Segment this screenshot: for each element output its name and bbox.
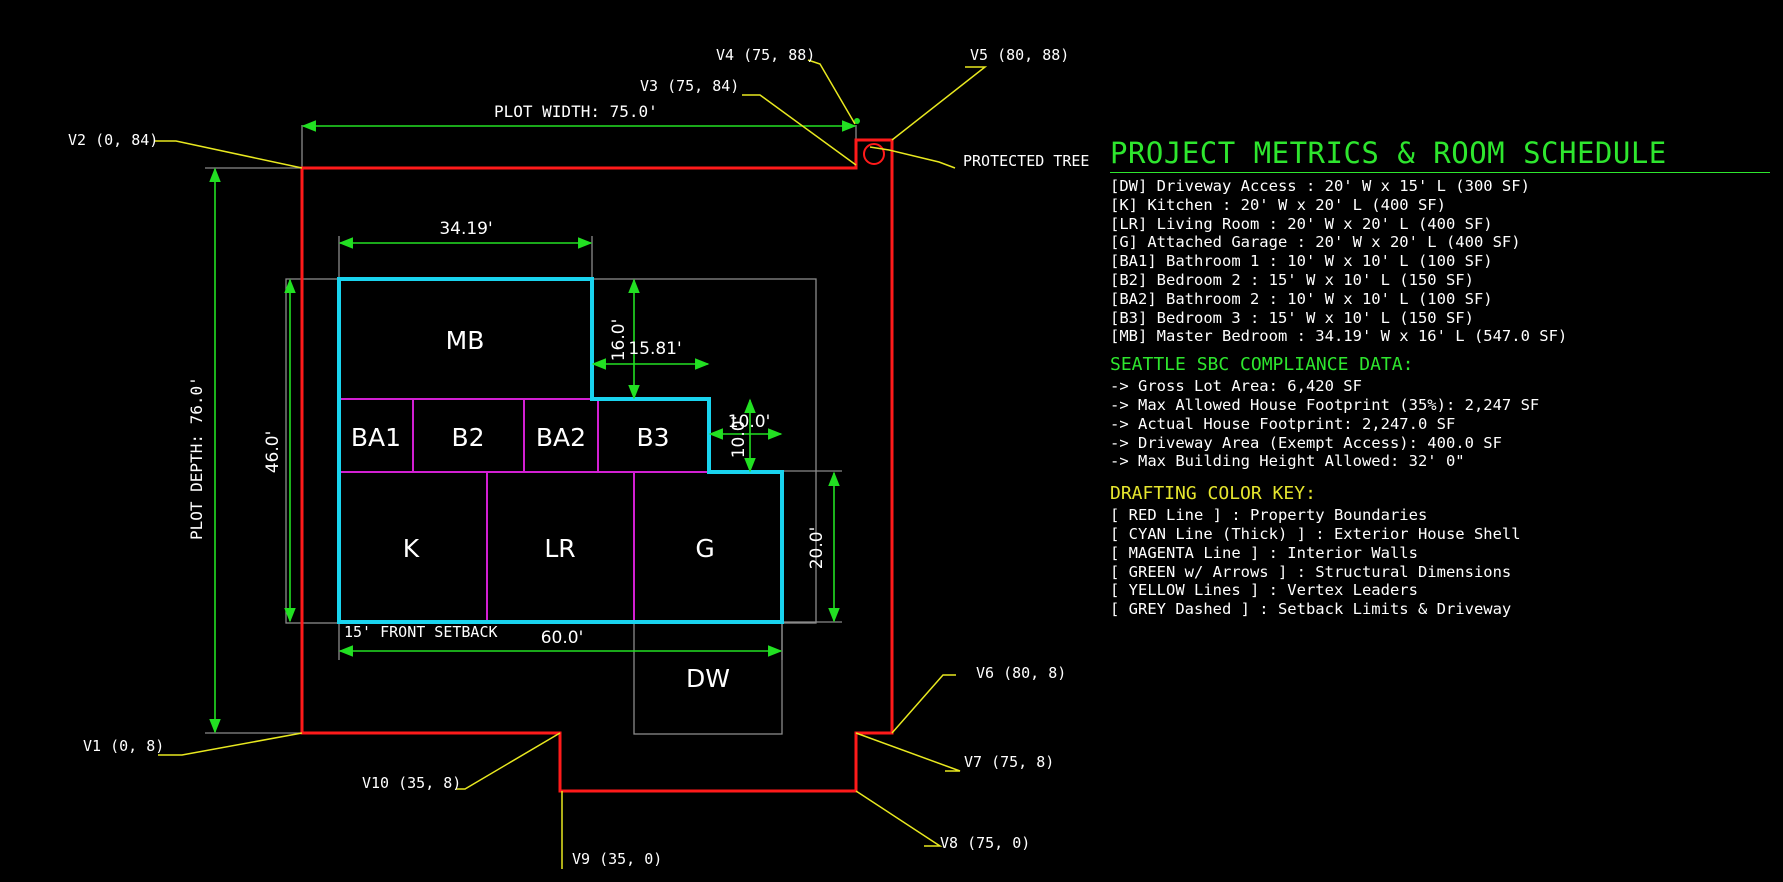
vertex-v8: V8 (75, 0) <box>940 834 1030 852</box>
metrics-panel: PROJECT METRICS & ROOM SCHEDULE [DW] Dri… <box>1110 136 1770 619</box>
room-schedule: [DW] Driveway Access : 20' W x 15' L (30… <box>1110 177 1770 346</box>
room-ba2: BA2 <box>536 423 586 452</box>
room-mb: MB <box>446 326 485 355</box>
color-key-line: [ CYAN Line (Thick) ] : Exterior House S… <box>1110 524 1521 543</box>
room-lr: LR <box>544 534 575 563</box>
dim-10a-label: 10.0' <box>728 412 771 432</box>
compliance-line: -> Max Allowed House Footprint (35%): 2,… <box>1110 395 1540 414</box>
vertex-v6: V6 (80, 8) <box>976 664 1066 682</box>
room-b3: B3 <box>636 423 669 452</box>
compliance-list: -> Gross Lot Area: 6,420 SF -> Max Allow… <box>1110 377 1770 471</box>
schedule-line: [G] Attached Garage : 20' W x 20' L (400… <box>1110 233 1521 252</box>
room-ba1: BA1 <box>351 423 401 452</box>
room-k: K <box>403 534 420 563</box>
room-b2: B2 <box>451 423 484 452</box>
compliance-line: -> Actual House Footprint: 2,247.0 SF <box>1110 414 1456 433</box>
vertex-v2: V2 (0, 84) <box>68 131 158 149</box>
dim-10b-label: 10.0' <box>729 416 749 459</box>
room-g: G <box>695 534 714 563</box>
color-key-line: [ GREY Dashed ] : Setback Limits & Drive… <box>1110 600 1512 619</box>
schedule-line: [B3] Bedroom 3 : 15' W x 10' L (150 SF) <box>1110 308 1474 327</box>
panel-title: PROJECT METRICS & ROOM SCHEDULE <box>1110 136 1770 173</box>
vertex-v10: V10 (35, 8) <box>362 774 461 792</box>
compliance-line: -> Max Building Height Allowed: 32' 0" <box>1110 452 1465 471</box>
vertex-leaders <box>154 59 988 869</box>
schedule-line: [BA1] Bathroom 1 : 10' W x 10' L (100 SF… <box>1110 252 1493 271</box>
plot-width-label: PLOT WIDTH: 75.0' <box>494 102 658 121</box>
v4-dot <box>854 118 860 124</box>
front-setback-label: 15' FRONT SETBACK <box>344 623 498 641</box>
dim-46-label: 46.0' <box>263 431 283 474</box>
compliance-title: SEATTLE SBC COMPLIANCE DATA: <box>1110 354 1414 376</box>
dim-15-81-label: 15.81' <box>628 339 681 359</box>
plot-depth-label: PLOT DEPTH: 76.0' <box>187 376 206 540</box>
dimension-lines <box>209 120 857 734</box>
vertex-v3: V3 (75, 84) <box>640 77 739 95</box>
house-shell <box>337 277 784 624</box>
compliance-line: -> Driveway Area (Exempt Access): 400.0 … <box>1110 433 1502 452</box>
schedule-line: [K] Kitchen : 20' W x 20' L (400 SF) <box>1110 195 1446 214</box>
dim-34-19-label: 34.19' <box>439 219 492 239</box>
vertex-v5: V5 (80, 88) <box>970 46 1069 64</box>
schedule-line: [MB] Master Bedroom : 34.19' W x 16' L (… <box>1110 327 1568 346</box>
color-key-title: DRAFTING COLOR KEY: <box>1110 483 1316 505</box>
color-key-line: [ RED Line ] : Property Boundaries <box>1110 506 1428 525</box>
protected-tree-label: PROTECTED TREE <box>963 152 1089 170</box>
vertex-v1: V1 (0, 8) <box>83 737 164 755</box>
color-key-line: [ MAGENTA Line ] : Interior Walls <box>1110 543 1418 562</box>
vertex-v7: V7 (75, 8) <box>964 753 1054 771</box>
schedule-line: [B2] Bedroom 2 : 15' W x 10' L (150 SF) <box>1110 270 1474 289</box>
schedule-line: [BA2] Bathroom 2 : 10' W x 10' L (100 SF… <box>1110 289 1493 308</box>
color-key-line: [ YELLOW Lines ] : Vertex Leaders <box>1110 581 1418 600</box>
schedule-line: [LR] Living Room : 20' W x 20' L (400 SF… <box>1110 214 1493 233</box>
color-key-line: [ GREEN w/ Arrows ] : Structural Dimensi… <box>1110 562 1512 581</box>
dim-16-label: 16.0' <box>609 319 629 362</box>
dim-20-label: 20.0' <box>807 527 827 570</box>
compliance-line: -> Gross Lot Area: 6,420 SF <box>1110 377 1362 396</box>
vertex-v4: V4 (75, 88) <box>716 46 815 64</box>
vertex-v9: V9 (35, 0) <box>572 850 662 868</box>
color-key-list: [ RED Line ] : Property Boundaries [ CYA… <box>1110 506 1770 619</box>
dim-60-label: 60.0' <box>541 628 584 648</box>
room-dw: DW <box>686 664 730 693</box>
schedule-line: [DW] Driveway Access : 20' W x 15' L (30… <box>1110 177 1530 195</box>
protected-tree-icon <box>863 143 885 165</box>
